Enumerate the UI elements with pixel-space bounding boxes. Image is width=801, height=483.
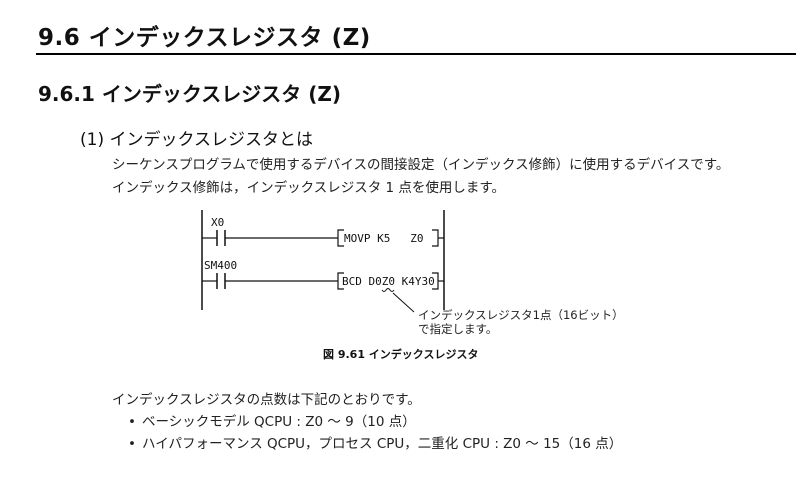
heading-rule	[36, 53, 796, 55]
callout-line-2: で指定します。	[418, 322, 497, 336]
intro-line-1: シーケンスプログラムで使用するデバイスの間接設定（インデックス修飾）に使用するデ…	[112, 157, 730, 173]
instr-bracket-left	[337, 229, 344, 247]
list-item: • ハイパフォーマンス QCPU，プロセス CPU，二重化 CPU : Z0 ～ …	[128, 432, 622, 452]
z0-wavy-underline	[381, 288, 395, 292]
callout-leader	[392, 292, 415, 313]
bullet: •	[128, 436, 136, 452]
rung1-instruction: MOVP K5 Z0	[344, 232, 423, 245]
subsection-heading: 9.6.1 インデックスレジスタ (Z)	[38, 82, 342, 106]
rung2-contact-label: SM400	[204, 259, 237, 272]
figure-caption: 図 9.61 インデックスレジスタ	[323, 348, 479, 361]
rung-1: X0 MOVP K5 Z0	[202, 216, 444, 247]
list-item-text: ハイパフォーマンス QCPU，プロセス CPU，二重化 CPU : Z0 ～ 1…	[142, 436, 623, 452]
bullet: •	[128, 414, 136, 430]
rung1-contact-label: X0	[211, 216, 224, 229]
ladder-diagram: X0 MOVP K5 Z0 SM400 BCD D0Z0 K4Y30 インデック…	[201, 210, 624, 336]
list-item-text: ベーシックモデル QCPU : Z0 ～ 9（10 点）	[142, 414, 416, 430]
intro-line-2: インデックス修飾は，インデックスレジスタ 1 点を使用します。	[112, 180, 506, 196]
list-item: • ベーシックモデル QCPU : Z0 ～ 9（10 点）	[128, 410, 416, 430]
points-intro: インデックスレジスタの点数は下記のとおりです。	[112, 392, 421, 408]
rung-2: SM400 BCD D0Z0 K4Y30	[202, 259, 444, 292]
section-heading: 9.6 インデックスレジスタ (Z)	[38, 25, 371, 51]
instr-bracket-left	[337, 272, 344, 290]
instr-bracket-right	[432, 229, 439, 247]
item-title: (1) インデックスレジスタとは	[80, 130, 313, 150]
callout-line-1: インデックスレジスタ1点（16ビット）	[418, 308, 624, 322]
rung2-instruction: BCD D0Z0 K4Y30	[342, 275, 435, 288]
